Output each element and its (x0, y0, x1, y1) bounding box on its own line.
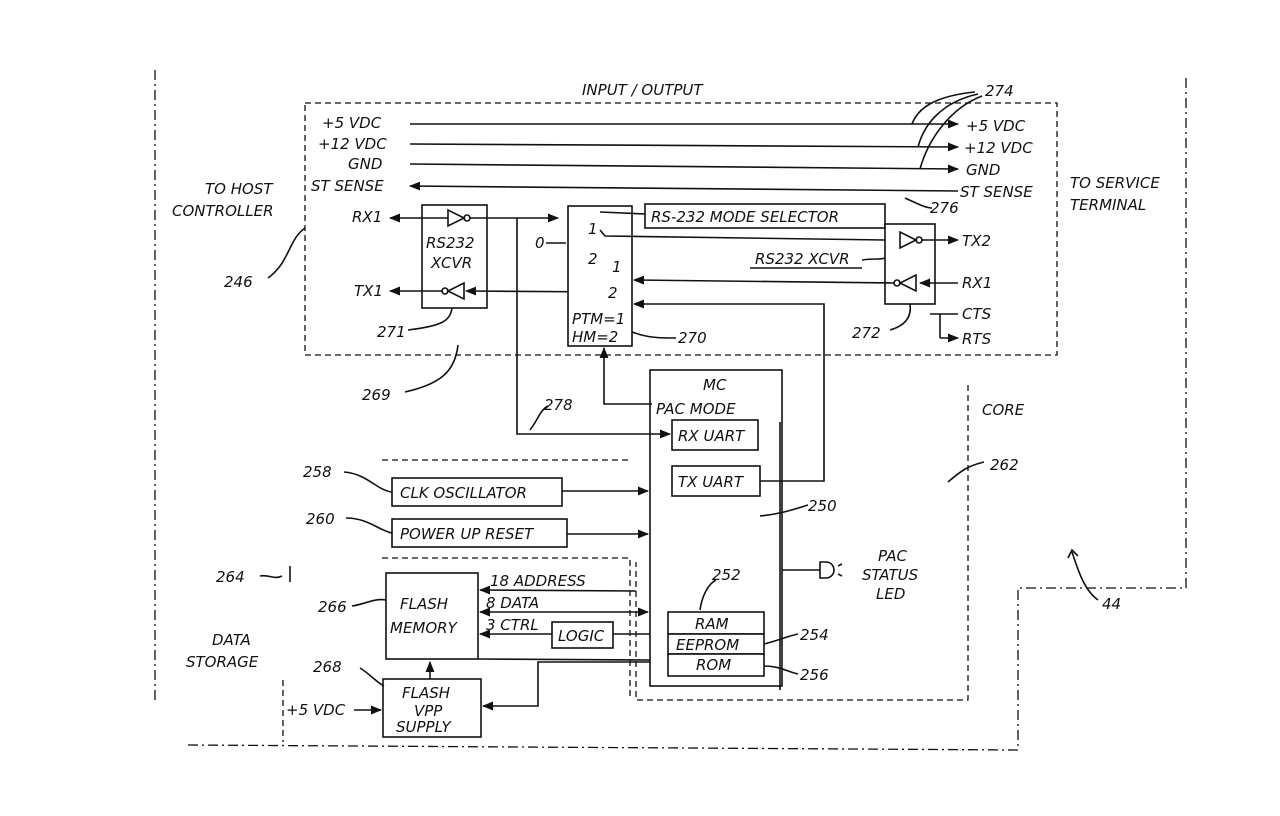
xcvr-right-box (885, 224, 935, 304)
led-icon (820, 562, 842, 578)
flash-memory-label-2: MEMORY (390, 619, 459, 637)
leader-246 (268, 228, 305, 278)
xcvr-left-label-2: XCVR (430, 254, 472, 272)
to-host-label: TO HOST (205, 180, 274, 198)
power-lines (410, 92, 982, 191)
ref-44: 44 (1102, 595, 1121, 613)
rx-uart-label: RX UART (678, 427, 746, 445)
right-st-sense-label: ST SENSE (960, 183, 1033, 201)
ref-274: 274 (985, 82, 1014, 100)
eeprom-label: EEPROM (676, 636, 739, 654)
mode-selector-label: RS-232 MODE SELECTOR (651, 208, 839, 226)
pac-led-label: PAC (878, 547, 908, 565)
pac-mode-label: PAC MODE (656, 400, 736, 418)
ref-269: 269 (362, 386, 391, 404)
ram-label: RAM (695, 615, 729, 633)
xcvr-right-label: RS232 XCVR (755, 250, 850, 268)
ref-256: 256 (800, 666, 829, 684)
mc-label: MC (703, 376, 727, 394)
ref-260: 260 (306, 510, 335, 528)
left-12vdc-label: +12 VDC (318, 135, 387, 153)
vpp-supply-label-3: SUPPLY (396, 718, 453, 736)
ref-268: 268 (313, 658, 342, 676)
core-label: CORE (982, 401, 1025, 419)
selector-input-1: 1 (588, 220, 598, 238)
leader-270 (632, 332, 676, 338)
leader-271 (408, 308, 452, 330)
ctrl-bus-label: 3 CTRL (486, 616, 539, 634)
tx1-left-label: TX1 (354, 282, 383, 300)
leader-272 (890, 304, 910, 330)
ref-278: 278 (544, 396, 573, 414)
rom-label: ROM (696, 656, 731, 674)
ref-252: 252 (712, 566, 741, 584)
right-12vdc-label: +12 VDC (964, 139, 1033, 157)
rx1-right-label: RX1 (962, 274, 992, 292)
right-gnd-label: GND (966, 161, 1000, 179)
hm-label: HM=2 (572, 328, 618, 346)
ref-250: 250 (808, 497, 837, 515)
pac-led-label-2: STATUS (862, 566, 919, 584)
ref-272: 272 (852, 324, 881, 342)
leader-260 (346, 518, 392, 533)
ref-270: 270 (678, 329, 707, 347)
ref-264: 264 (216, 568, 245, 586)
ref-254: 254 (800, 626, 829, 644)
ref-246: 246 (224, 273, 253, 291)
io-boundary (305, 103, 1057, 355)
ref-262: 262 (990, 456, 1019, 474)
pac-led-label-3: LED (876, 585, 905, 603)
to-service-label: TO SERVICE (1070, 174, 1160, 192)
cts-label: CTS (962, 305, 992, 323)
ref-258: 258 (303, 463, 332, 481)
data-bus-label: 8 DATA (486, 594, 539, 612)
logic-label: LOGIC (558, 627, 605, 645)
leader-268 (360, 668, 384, 686)
right-5vdc-label: +5 VDC (966, 117, 1026, 135)
ref-276: 276 (930, 199, 959, 217)
selector-output-1: 1 (612, 258, 622, 276)
left-gnd-label: GND (348, 155, 382, 173)
addr-bus-label: 18 ADDRESS (490, 572, 586, 590)
vpp-supply-label: FLASH (402, 684, 450, 702)
leader-262 (948, 462, 984, 482)
leader-258 (344, 472, 392, 492)
leader-269 (405, 345, 458, 392)
xcvr-left-label: RS232 (426, 234, 475, 252)
flash-memory-box (386, 573, 478, 659)
leader-276 (905, 198, 932, 208)
data-storage-label-2: STORAGE (186, 653, 259, 671)
leader-44 (1072, 552, 1098, 600)
clk-osc-label: CLK OSCILLATOR (400, 484, 527, 502)
input-output-title: INPUT / OUTPUT (582, 81, 704, 99)
tx-uart-label: TX UART (678, 473, 745, 491)
flash-memory-label: FLASH (400, 595, 448, 613)
selector-input-2: 2 (588, 250, 598, 268)
power-up-label: POWER UP RESET (400, 525, 535, 543)
ref-266: 266 (318, 598, 347, 616)
leader-266 (352, 600, 386, 606)
selector-output-2: 2 (608, 284, 618, 302)
ptm-label: PTM=1 (572, 310, 625, 328)
to-host-label-2: CONTROLLER (172, 202, 274, 220)
rx1-left-label: RX1 (352, 208, 382, 226)
zero-label: 0 (535, 234, 545, 252)
data-storage-label: DATA (212, 631, 251, 649)
left-5vdc-label: +5 VDC (322, 114, 382, 132)
rts-label: RTS (962, 330, 992, 348)
tx2-label: TX2 (962, 232, 991, 250)
bottom-5vdc-label: +5 VDC (286, 701, 346, 719)
ref-271: 271 (377, 323, 406, 341)
to-service-label-2: TERMINAL (1070, 196, 1146, 214)
left-st-sense-label: ST SENSE (311, 177, 384, 195)
